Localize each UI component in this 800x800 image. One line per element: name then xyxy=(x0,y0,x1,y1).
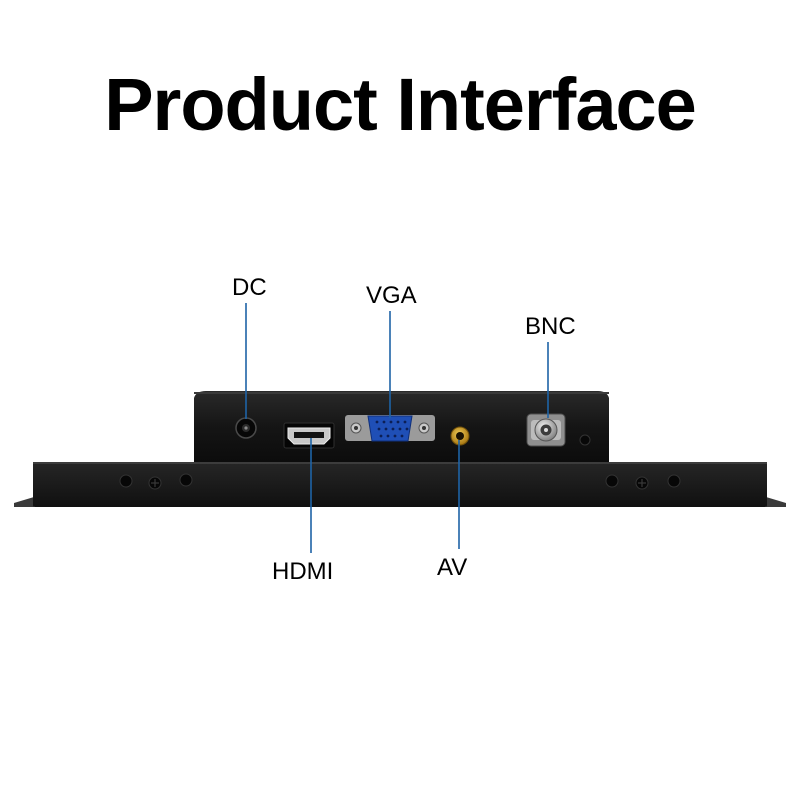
dc-port xyxy=(235,417,257,439)
bnc-label: BNC xyxy=(525,313,576,340)
hdmi-label: HDMI xyxy=(272,558,334,585)
av-port xyxy=(450,426,470,446)
flange-screws-left xyxy=(119,473,193,490)
page-title: Product Interface xyxy=(104,63,697,146)
vga-label: VGA xyxy=(366,282,417,309)
housing-screw-hole xyxy=(579,434,591,446)
vga-port xyxy=(345,415,435,442)
bnc-port xyxy=(526,413,566,447)
av-label: AV xyxy=(437,554,468,581)
mounting-flange xyxy=(14,462,786,507)
dc-label: DC xyxy=(232,274,267,301)
callout-lines xyxy=(245,303,549,553)
hdmi-port xyxy=(283,422,335,449)
flange-screws-right xyxy=(605,474,681,490)
